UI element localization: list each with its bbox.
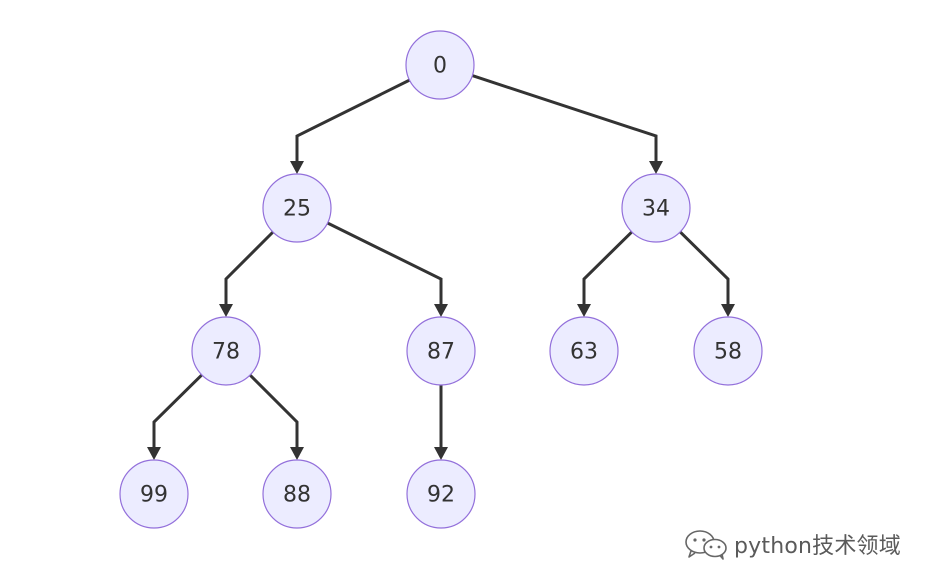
tree-node: 87	[406, 316, 476, 386]
arrowhead-n34	[649, 161, 663, 174]
node-label: 78	[212, 340, 240, 365]
edge-n34-n58	[679, 230, 730, 305]
arrowhead-n99	[147, 447, 161, 460]
tree-node: 88	[262, 459, 332, 529]
edge-n0-n25	[295, 78, 411, 162]
arrowhead-n25	[290, 161, 304, 174]
node-circle	[191, 316, 261, 386]
node-circle	[549, 316, 619, 386]
watermark: python技术领域	[684, 528, 901, 560]
edge-n0-n34	[471, 74, 658, 162]
tree-node: 34	[621, 173, 691, 243]
node-label: 92	[427, 483, 455, 508]
arrowhead-n92	[434, 447, 448, 460]
watermark-text: python技术领域	[734, 534, 901, 559]
edges-layer	[147, 74, 735, 460]
tree-node: 99	[119, 459, 189, 529]
arrowhead-n87	[434, 304, 448, 317]
arrowhead-n58	[721, 304, 735, 317]
arrowhead-n88	[290, 447, 304, 460]
node-label: 25	[283, 197, 311, 222]
node-label: 58	[714, 340, 742, 365]
edge-n25-n78	[224, 230, 275, 305]
node-circle	[406, 316, 476, 386]
node-label: 34	[642, 197, 670, 222]
node-circle	[262, 173, 332, 243]
node-label: 87	[427, 340, 455, 365]
edge-n78-n88	[248, 373, 299, 448]
nodes-layer: 0 25 34 78 87 63 58 99 88 92	[119, 30, 763, 529]
tree-node: 0	[405, 30, 475, 100]
node-circle	[119, 459, 189, 529]
tree-node: 25	[262, 173, 332, 243]
tree-node: 58	[693, 316, 763, 386]
arrowhead-n63	[577, 304, 591, 317]
node-label: 63	[570, 340, 598, 365]
edge-n78-n99	[152, 373, 203, 448]
node-circle	[405, 30, 475, 100]
tree-node: 78	[191, 316, 261, 386]
edge-n25-n87	[326, 221, 443, 305]
edge-n34-n63	[582, 230, 633, 305]
node-circle	[406, 459, 476, 529]
node-label: 0	[433, 54, 447, 79]
arrowhead-n78	[219, 304, 233, 317]
node-label: 88	[283, 483, 311, 508]
tree-node: 63	[549, 316, 619, 386]
node-circle	[621, 173, 691, 243]
node-label: 99	[140, 483, 168, 508]
node-circle	[693, 316, 763, 386]
wechat-icon	[685, 530, 727, 560]
node-circle	[262, 459, 332, 529]
tree-node: 92	[406, 459, 476, 529]
